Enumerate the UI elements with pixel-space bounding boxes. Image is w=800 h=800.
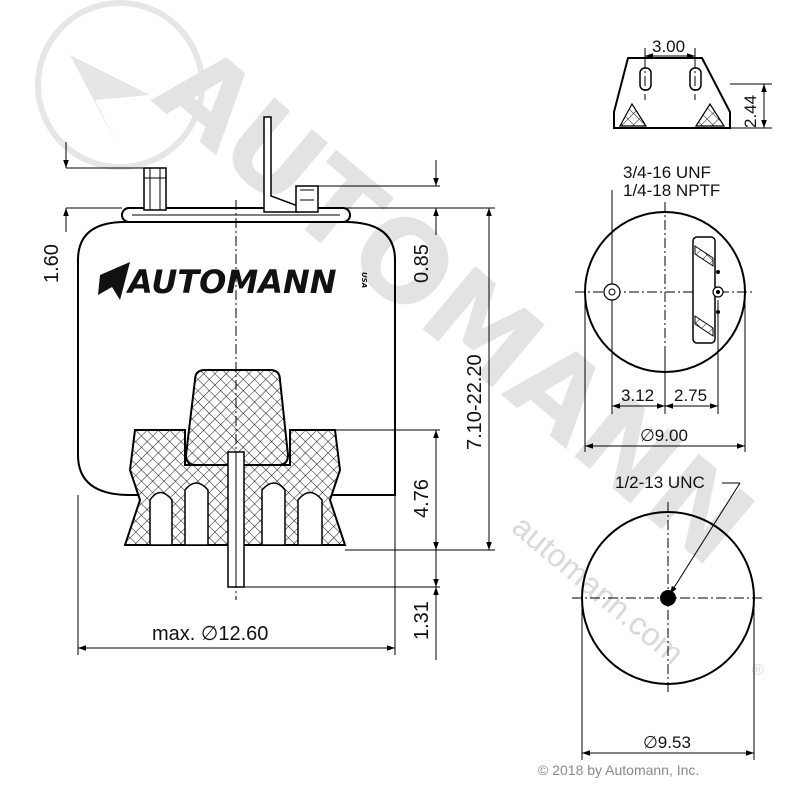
- stud-hole: [603, 283, 621, 301]
- copyright-text: © 2018 by Automann, Inc.: [538, 762, 699, 778]
- dim-height-range: 7.10-22.20: [464, 354, 486, 450]
- bracket-view-dimensions: 3.00 2.44: [644, 37, 772, 129]
- bolt-hole: [660, 590, 676, 606]
- top-plate-view-dimensions: 3/4-16 UNF 1/4-18 NPTF 3.12 2.75 ∅9.00: [584, 163, 746, 452]
- air-fitting-bracket: [263, 116, 319, 213]
- dim-bolt-length: 1.31: [411, 601, 433, 640]
- side-view-dimensions: 1.60 0.85 7.10-22.20 4.76 1.31 max. ∅12.…: [41, 142, 495, 660]
- watermark-ring: [35, 0, 205, 170]
- dim-offset-right: 2.75: [674, 386, 707, 405]
- label-thread-nptf: 1/4-18 NPTF: [623, 181, 720, 200]
- air-spring-side-view: AUTOMANN USA: [77, 116, 397, 600]
- watermark-arrow-icon: [70, 55, 150, 150]
- piston-cavities: [149, 482, 323, 546]
- bracket-view: [613, 57, 731, 129]
- logo-text: AUTOMANN: [125, 263, 337, 301]
- bottom-view-dimensions: 1/2-13 UNC ∅9.53: [581, 473, 755, 760]
- dim-offset-left: 3.12: [621, 386, 654, 405]
- bumper: [184, 369, 290, 466]
- dim-bracket-height: 2.44: [741, 95, 760, 128]
- label-thread-unc: 1/2-13 UNC: [615, 473, 705, 492]
- dim-top-plate-diameter: ∅9.00: [640, 426, 688, 445]
- watermark-registered-mark: ®: [752, 662, 764, 679]
- dim-bottom-diameter: ∅9.53: [643, 733, 691, 752]
- watermark: AUTOMANN automann.com ®: [35, 0, 776, 679]
- dim-max-diameter: max. ∅12.60: [152, 623, 268, 645]
- automann-logo: AUTOMANN USA: [98, 262, 368, 301]
- logo-suffix: USA: [360, 272, 368, 288]
- label-thread-unf: 3/4-16 UNF: [623, 163, 711, 182]
- bellows-outline: [77, 221, 397, 496]
- logo-arrow-icon: [98, 262, 130, 300]
- dim-stud-height: 1.60: [41, 244, 63, 283]
- top-stud: [143, 167, 167, 211]
- dim-bracket-width: 3.00: [652, 37, 685, 56]
- dim-piston-height: 4.76: [411, 479, 433, 518]
- dim-fitting-height: 0.85: [411, 244, 433, 283]
